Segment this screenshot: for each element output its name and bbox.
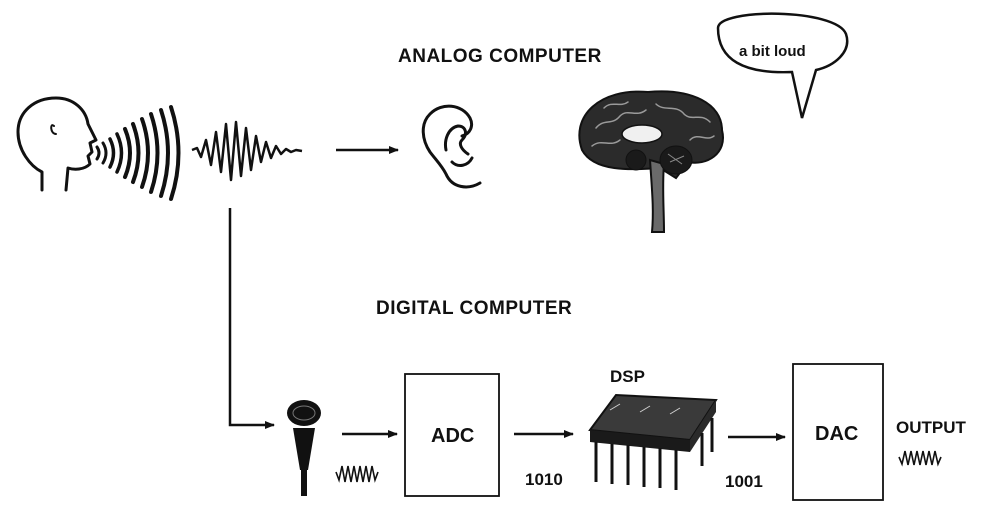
dac-label: DAC (815, 423, 859, 445)
speech-bubble (716, 12, 849, 119)
speech-bubble-text: a bit loud (739, 43, 806, 60)
dsp-label: DSP (610, 367, 645, 386)
output-label: OUTPUT (896, 418, 966, 437)
dsp-chip-icon (588, 393, 718, 490)
adc-box (404, 373, 500, 497)
code-out-label: 1001 (725, 472, 763, 491)
mic-wave-icon (335, 465, 379, 483)
sound-cone-icon (95, 105, 181, 201)
microphone-icon (287, 400, 321, 496)
sound-wave-icon (191, 120, 303, 182)
brain-icon (578, 90, 724, 233)
analog-title: ANALOG COMPUTER (398, 46, 602, 67)
code-in-label: 1010 (525, 470, 563, 489)
digital-title: DIGITAL COMPUTER (376, 298, 573, 319)
adc-label: ADC (431, 425, 475, 447)
output-wave-icon (898, 450, 942, 467)
dac-box (792, 363, 884, 501)
ear-icon (421, 104, 482, 189)
signal-line-to-mic (228, 208, 275, 429)
head-speaking-icon (16, 96, 98, 192)
